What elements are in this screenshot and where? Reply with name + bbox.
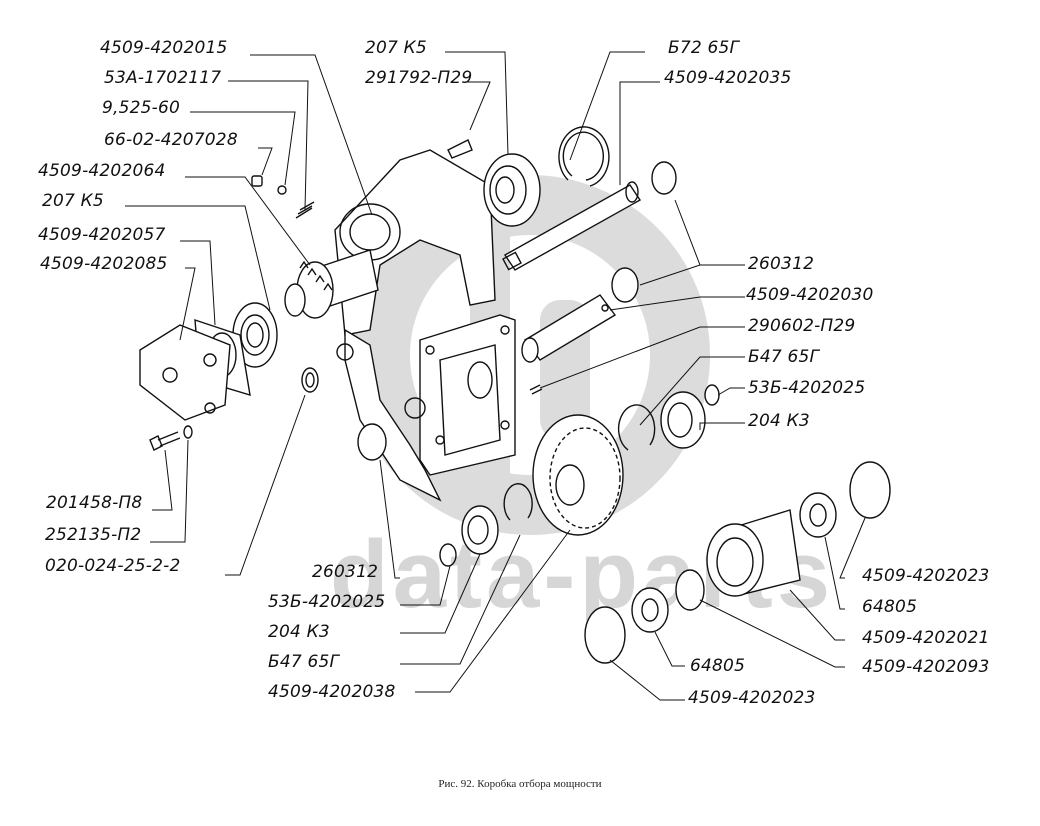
part-label: 4509-4202023	[688, 688, 816, 708]
part-label: 4509-4202064	[38, 161, 166, 181]
part-label: 207 К5	[42, 191, 104, 211]
bottom-bearing	[439, 483, 533, 567]
part-label: 66-02-4207028	[104, 130, 238, 150]
thrust-washers	[584, 461, 891, 664]
part-label: 53Б-4202025	[268, 592, 386, 612]
bolt	[149, 425, 193, 451]
part-label: 252135-П2	[45, 525, 142, 545]
part-label: 4509-4202030	[746, 285, 874, 305]
bevel-gear	[706, 509, 801, 597]
figure-caption: Рис. 92. Коробка отбора мощности	[438, 778, 602, 790]
part-label: 4509-4202021	[862, 628, 990, 648]
left-bearing	[232, 302, 278, 368]
small-parts	[251, 175, 315, 219]
part-label: Б47 65Г	[748, 347, 820, 367]
needle-bearings	[631, 492, 837, 633]
seal	[301, 367, 319, 393]
part-label: 4509-4202093	[862, 657, 990, 677]
part-label: 4509-4202015	[100, 38, 228, 58]
part-label: 53А-1702117	[104, 68, 222, 88]
part-label: 4509-4202038	[268, 682, 396, 702]
part-label: 204 К3	[748, 411, 810, 431]
part-label: 260312	[312, 562, 379, 582]
retaining-ring	[558, 126, 610, 187]
part-label: 4509-4202035	[664, 68, 792, 88]
end-cover	[139, 324, 231, 421]
input-shaft-gear	[284, 249, 379, 319]
part-label: Б47 65Г	[268, 652, 340, 672]
part-label: 4509-4202057	[38, 225, 166, 245]
part-label: Б72 65Г	[668, 38, 740, 58]
part-label: 204 К3	[268, 622, 330, 642]
part-label: 260312	[748, 254, 815, 274]
double-gear	[532, 414, 624, 536]
part-label: 201458-П8	[46, 493, 143, 513]
plugs	[357, 161, 677, 461]
part-label: 020-024-25-2-2	[45, 556, 181, 576]
top-bearing	[447, 139, 541, 227]
leader-lines	[125, 51, 866, 701]
part-label: 291792-П29	[365, 68, 473, 88]
part-label: 290602-П29	[748, 316, 856, 336]
axle-pin	[521, 294, 617, 395]
part-label: 4509-4202085	[40, 254, 168, 274]
part-label: 4509-4202023	[862, 566, 990, 586]
right-bearing	[617, 384, 720, 451]
part-label: 9,525-60	[102, 98, 181, 118]
part-label: 64805	[862, 597, 918, 617]
part-label: 53Б-4202025	[748, 378, 866, 398]
part-label: 207 К5	[365, 38, 427, 58]
shift-shaft	[502, 181, 642, 271]
part-label: 64805	[690, 656, 746, 676]
